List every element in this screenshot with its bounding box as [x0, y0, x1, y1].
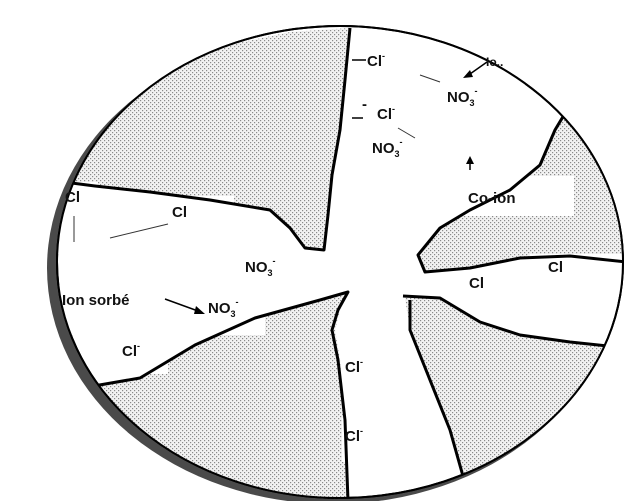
cl-ion-label: Cl [548, 259, 563, 276]
counter-ion-label: Io.. [486, 55, 503, 69]
label-bg [358, 95, 448, 175]
ion-sorbe-label: Ion sorbé [62, 292, 130, 309]
dash-mark: - [362, 96, 367, 113]
label-bg [150, 248, 336, 290]
cl-ion-label: Cl [469, 275, 484, 292]
co-ion-label: Co-ion [468, 190, 515, 207]
cl-ion-label: Cl [65, 189, 80, 206]
label-bg [350, 40, 430, 100]
cl-ion-label: Cl [172, 204, 187, 221]
